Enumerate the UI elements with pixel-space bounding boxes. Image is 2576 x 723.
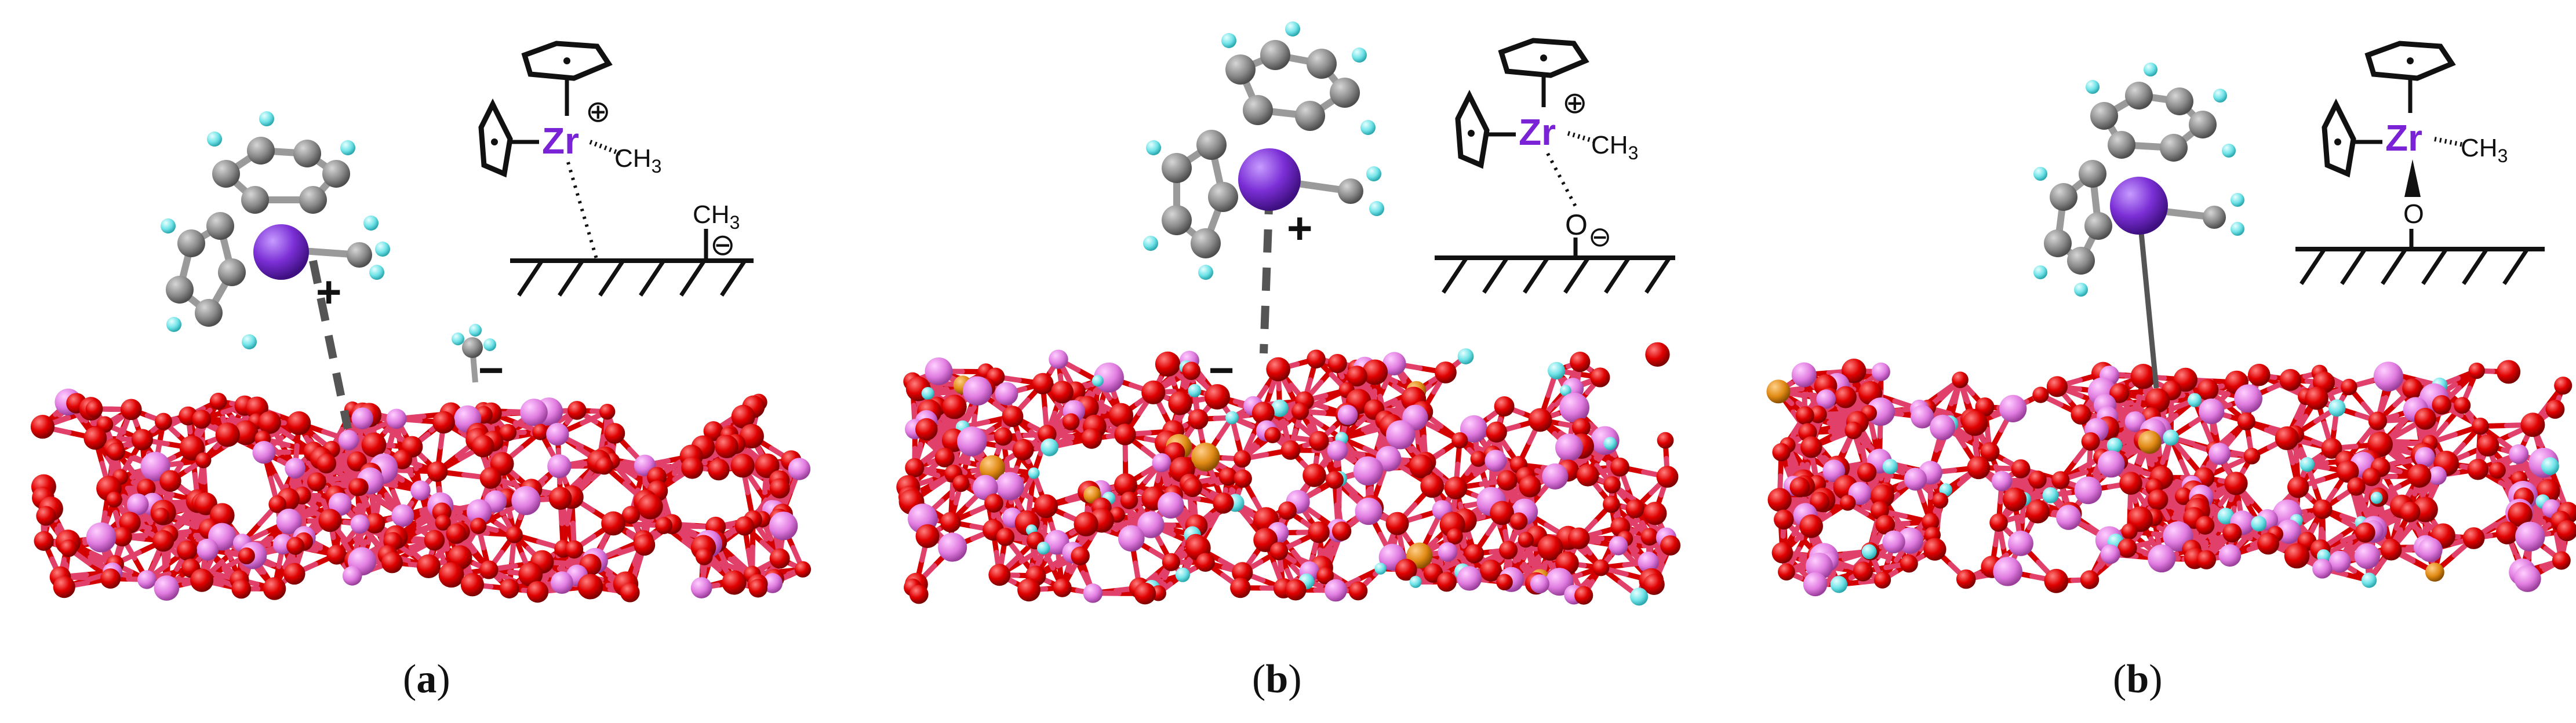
surface-group-label: CH3 [693, 200, 740, 233]
surface-oxygen-label: O [1565, 209, 1588, 241]
metal-label: Zr [2385, 117, 2422, 159]
panel-label-b: (b) [1252, 657, 1302, 702]
panel-a: + − Zr ⊕ CH3 CH [30, 41, 812, 702]
methyl-anion-model: − [452, 324, 504, 395]
methyl-ligand-label: CH3 [1591, 131, 1638, 163]
cation-charge-label: + [1287, 204, 1312, 253]
cp-ring-top-icon [521, 41, 613, 81]
metal-label: Zr [1519, 111, 1556, 153]
panel-label-c: (b) [2113, 657, 2163, 702]
hydroxylated-slab-c [1766, 359, 2576, 597]
ion-pair-distance-line [309, 260, 352, 430]
silica-alumina-slab-b [896, 342, 1681, 606]
cp-ring-top-icon [2364, 41, 2456, 81]
cp-ring-top-icon [1498, 38, 1589, 78]
metal-label: Zr [542, 120, 579, 162]
panel-b: + − Zr ⊕ CH3 O ⊖ (b) [896, 21, 1684, 702]
scheme-c: Zr CH3 O [2295, 41, 2545, 285]
zirconium-atom [2110, 177, 2168, 235]
cation-charge-scheme: ⊕ [1562, 86, 1588, 120]
cation-charge-label: + [316, 268, 341, 317]
methyl-ligand-label: CH3 [2461, 134, 2508, 166]
zirconium-atom [1238, 148, 1301, 211]
cp-ring-left-icon [1455, 89, 1490, 169]
panel-label-a: (a) [403, 657, 450, 702]
zirconocene-model-b: + − [1143, 21, 1384, 395]
zirconocene-model-c [2033, 63, 2244, 297]
anion-charge-label: − [1209, 346, 1234, 395]
surface-charge-scheme: ⊖ [1588, 222, 1611, 253]
scheme-a: Zr ⊕ CH3 CH3 ⊖ [478, 41, 754, 297]
surface-charge-scheme: ⊖ [710, 228, 736, 262]
cp-ring-left-icon [478, 98, 513, 178]
surface-oxygen-label: O [2403, 199, 2424, 229]
zr-o-bond-line [2136, 208, 2159, 389]
zirconocene-model-a: + [161, 111, 390, 349]
zirconium-atom [253, 224, 309, 280]
methyl-ligand-label: CH3 [614, 144, 661, 177]
wedge-bond-icon [2404, 159, 2421, 197]
cation-charge-scheme: ⊕ [585, 95, 611, 129]
scheme-b: Zr ⊕ CH3 O ⊖ [1435, 38, 1675, 294]
alumina-slab-a [30, 388, 812, 603]
panel-c: Zr CH3 O (b) [1766, 41, 2576, 702]
anion-charge-label: − [478, 346, 504, 395]
ion-pair-distance-line [1260, 191, 1274, 354]
cp-ring-left-icon [2322, 98, 2356, 178]
